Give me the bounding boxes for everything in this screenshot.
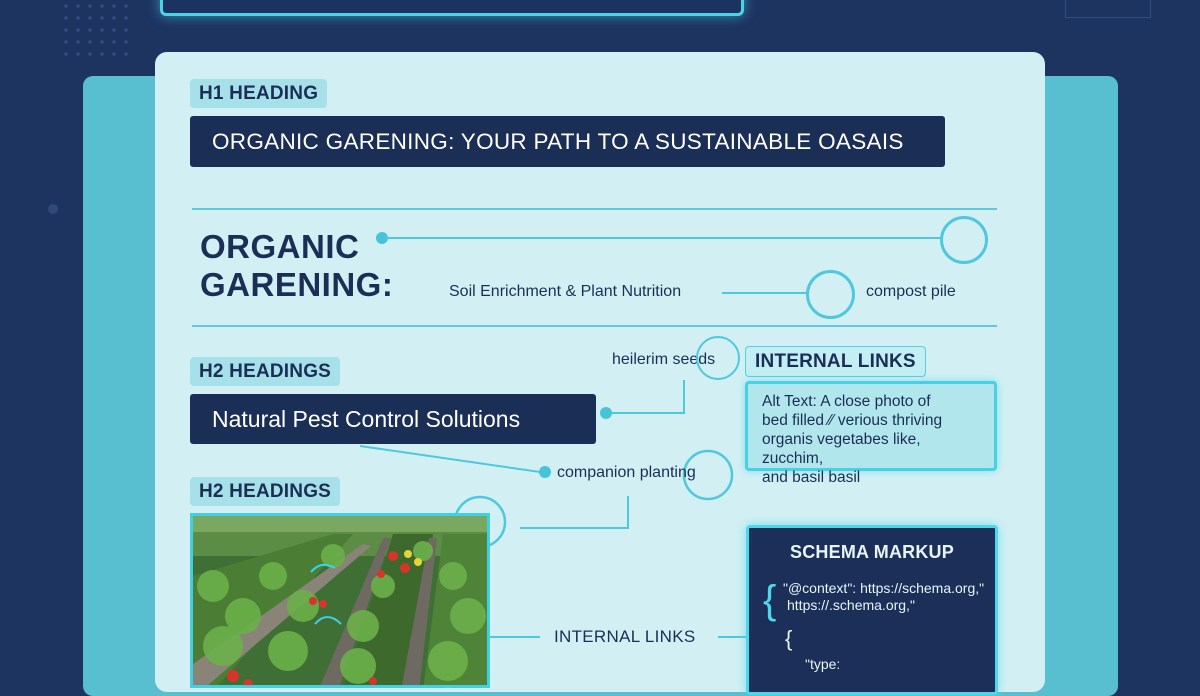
- h1-heading-tag: H1 HEADING: [190, 79, 328, 108]
- connector-circle: [806, 270, 855, 319]
- schema-code-line2: https://.schema.org,": [787, 597, 915, 613]
- divider-top: [192, 208, 997, 210]
- alt-text-box: Alt Text: A close photo of bed filled ⁄⁄…: [745, 381, 997, 486]
- alt-text-line1: Alt Text: A close photo of: [762, 393, 931, 410]
- garden-photo: [190, 513, 490, 688]
- connector-node: [376, 232, 388, 244]
- schema-code-line1: "@context": https://schema.org,": [783, 580, 985, 596]
- alt-text-line4: and basil basil: [762, 469, 861, 486]
- connector-node: [600, 407, 612, 419]
- connector-lines: [359, 445, 746, 638]
- companion-planting-label: companion planting: [557, 464, 696, 481]
- connector-circle: [940, 216, 988, 264]
- garden-photo-illustration: [193, 516, 487, 685]
- divider-middle: [192, 325, 997, 327]
- connector-line: [386, 237, 941, 239]
- schema-brace-open: {: [763, 578, 777, 622]
- alt-text-line2: bed filled ⁄⁄ verious thriving: [762, 412, 943, 429]
- internal-links-bottom-label: INTERNAL LINKS: [554, 627, 696, 646]
- connector-node: [539, 466, 551, 478]
- schema-brace-inner: {: [785, 626, 793, 651]
- connector-circle: [682, 449, 734, 501]
- heirloom-keyword-label: heilerim seeds: [612, 351, 716, 368]
- schema-code-type: "type:: [805, 656, 841, 672]
- decorative-dot: [48, 204, 58, 214]
- connector-line: [610, 412, 685, 414]
- connector-line: [722, 292, 808, 294]
- keyword-title-line2: GARENING:: [200, 266, 394, 303]
- connector-circle: [696, 336, 740, 380]
- h1-title-bar: ORGANIC GARENING: YOUR PATH TO A SUSTAIN…: [190, 116, 945, 167]
- keyword-title-line1: ORGANIC: [200, 228, 360, 265]
- schema-markup-box: SCHEMA MARKUP { "@context": https://sche…: [746, 525, 998, 695]
- internal-links-tag: INTERNAL LINKS: [745, 346, 926, 377]
- decorative-dot-grid: [60, 0, 130, 60]
- connector-line: [520, 496, 629, 529]
- h2-headings-tag: H2 HEADINGS: [190, 357, 341, 386]
- h2-heading-bar: Natural Pest Control Solutions: [190, 394, 596, 444]
- alt-text-line3: organis vegetabes like, zucchim,: [762, 431, 921, 467]
- top-banner-frame: [160, 0, 744, 16]
- h2-headings-tag-2: H2 HEADINGS: [190, 477, 341, 506]
- soil-keyword-label: Soil Enrichment & Plant Nutrition: [449, 283, 682, 300]
- connector-line: [683, 380, 685, 413]
- connector-line: [359, 445, 541, 473]
- compost-keyword-label: compost pile: [866, 283, 956, 300]
- top-right-frame: [1065, 0, 1151, 18]
- schema-title: SCHEMA MARKUP: [790, 542, 954, 562]
- keyword-title: ORGANIC GARENING:: [200, 228, 393, 304]
